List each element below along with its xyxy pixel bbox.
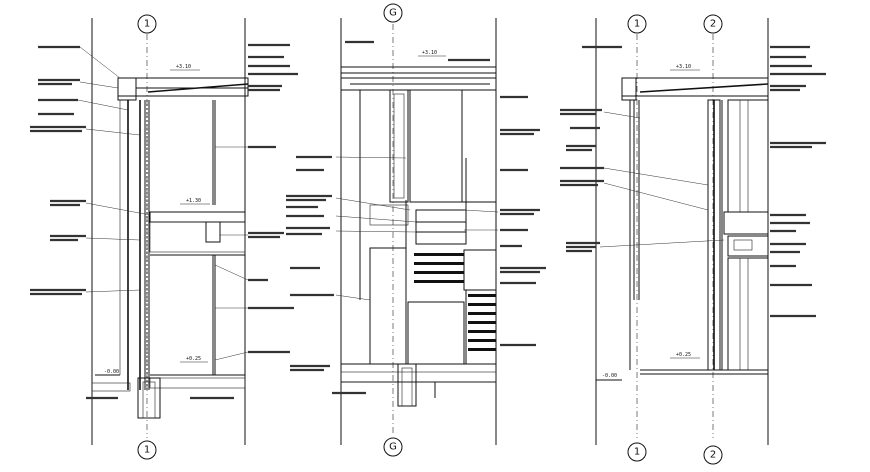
grid-label: 2 xyxy=(710,19,716,30)
middle-section: +3.10 xyxy=(286,18,546,445)
grid-bubble-1-bottom: 1 xyxy=(137,440,157,460)
grid-label: 1 xyxy=(634,19,640,30)
right-section: +3.10 +0.25 -0.00 xyxy=(560,18,826,445)
roof-level-right: +3.10 xyxy=(676,64,691,70)
grid-bubble-2-bottom: 2 xyxy=(703,445,723,465)
grid-bubble-1b-top: 1 xyxy=(627,14,647,34)
grid-label: G xyxy=(389,8,397,19)
grid-label: 2 xyxy=(710,450,716,461)
grid-bubble-1-top: 1 xyxy=(137,14,157,34)
mid-level-left: +1.30 xyxy=(186,198,201,204)
grid-bubble-g-top: G xyxy=(383,3,403,23)
roof-level-mid: +3.10 xyxy=(422,50,437,56)
grid-bubble-2-top: 2 xyxy=(703,14,723,34)
ground-level-right: -0.00 xyxy=(602,373,617,379)
grid-label: 1 xyxy=(634,447,640,458)
grid-label: G xyxy=(389,442,397,453)
floor-level-left: +0.25 xyxy=(186,356,201,362)
grid-bubble-g-bottom: G xyxy=(383,437,403,457)
floor-level-right: +0.25 xyxy=(676,352,691,358)
ground-level-left: -0.00 xyxy=(104,369,119,375)
grid-bubble-1b-bottom: 1 xyxy=(627,442,647,462)
grid-label: 1 xyxy=(144,19,150,30)
roof-level-left: +3.10 xyxy=(176,64,191,70)
grid-label: 1 xyxy=(144,445,150,456)
left-section: +3.10 +1.30 +0.25 -0.00 xyxy=(30,18,298,445)
